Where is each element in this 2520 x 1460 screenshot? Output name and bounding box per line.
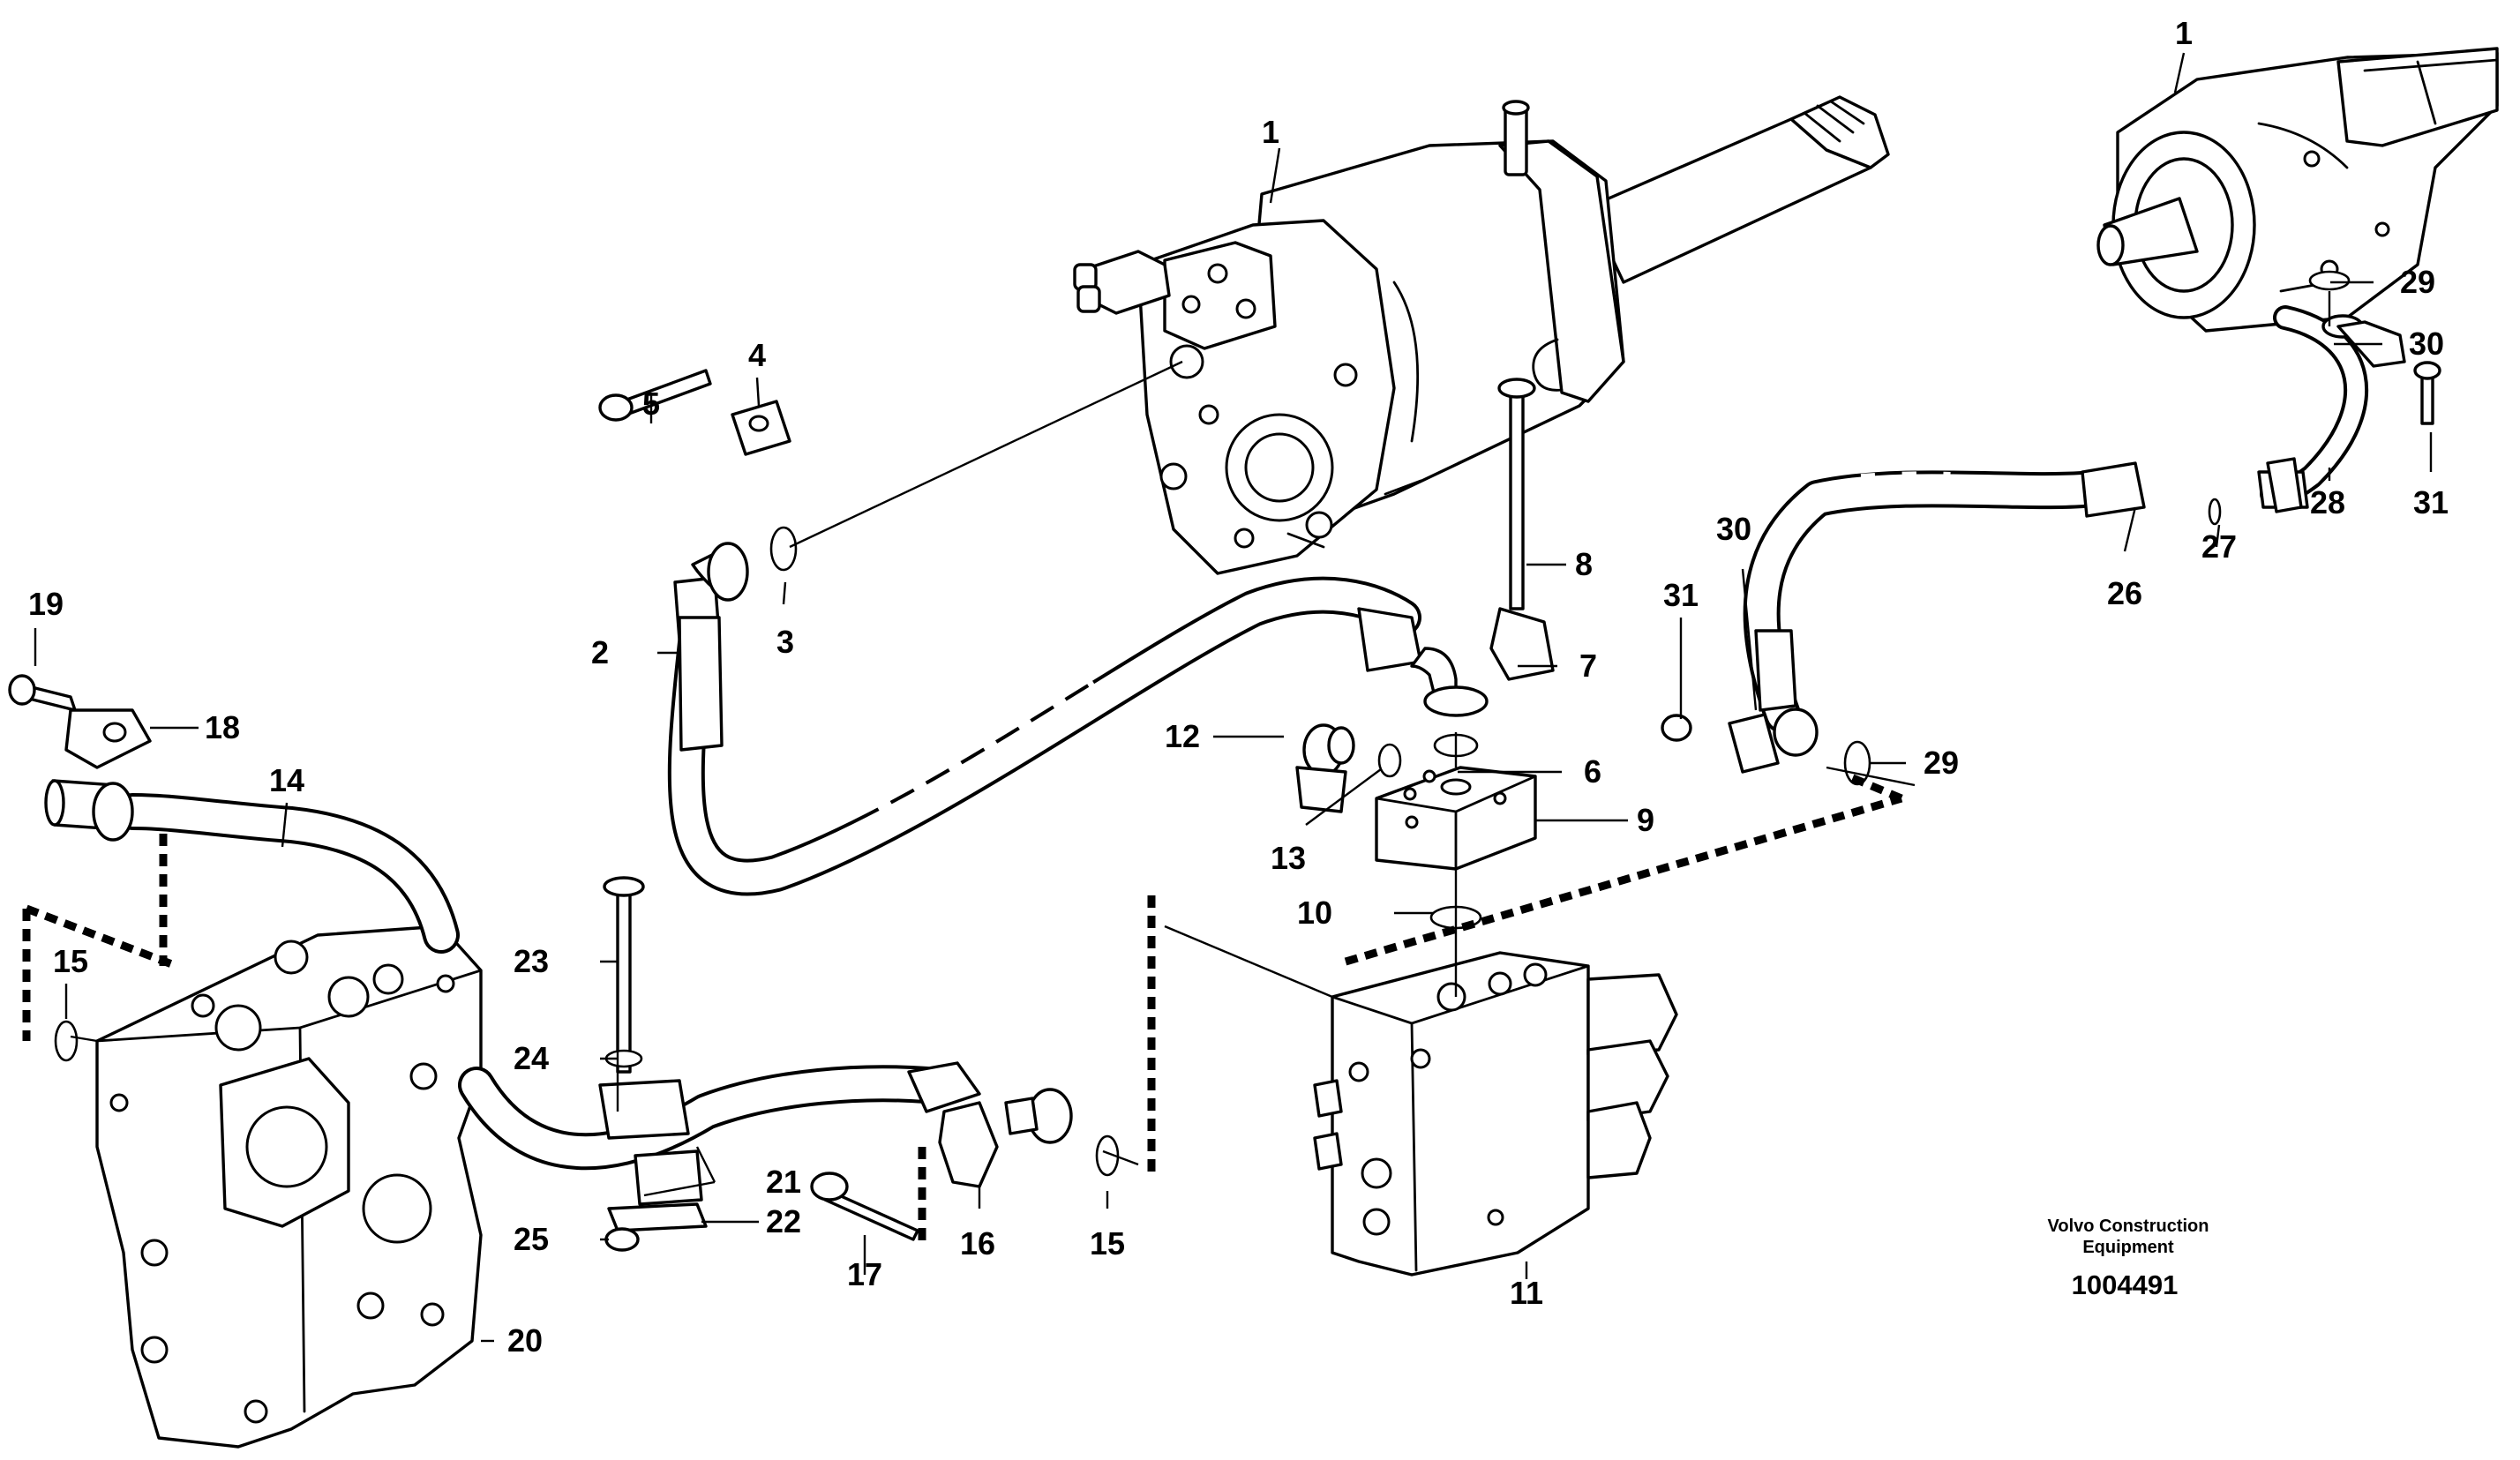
hydraulic-pump-main [1073,95,1890,575]
callout-30a: 30 [2409,326,2444,362]
connector-lines [70,291,2331,1166]
hose-2 [667,542,1489,896]
hose-lower [458,1061,1073,1171]
callout-1a: 1 [1262,114,1279,150]
callout-22: 22 [766,1203,801,1239]
callout-2: 2 [591,634,609,670]
callout-15b: 15 [1090,1225,1125,1262]
dashed-wires [22,772,1903,1244]
callout-17: 17 [847,1256,882,1292]
callout-3: 3 [776,624,794,660]
callout-9: 9 [1637,802,1654,838]
callout-6: 6 [1584,753,1601,790]
callout-13: 13 [1271,840,1306,876]
callout-12: 12 [1165,718,1200,754]
callout-20: 20 [507,1322,543,1359]
hydraulic-pump-secondary [2096,47,2499,333]
hose-26-28 [1743,305,2369,757]
callout-4: 4 [748,337,766,373]
callout-11: 11 [1510,1275,1543,1311]
callout-28: 28 [2310,484,2345,520]
callout-24: 24 [514,1040,549,1076]
callout-31a: 31 [2413,484,2449,520]
callout-21: 21 [766,1164,801,1200]
valve-block-11 [1313,951,1678,1277]
callout-31b: 31 [1663,577,1699,613]
callout-18: 18 [205,709,240,745]
callout-10: 10 [1297,895,1332,931]
hose-14 [44,779,460,954]
callout-8: 8 [1575,546,1593,582]
callout-leaders [34,52,2433,1343]
callout-30b: 30 [1716,511,1751,547]
callout-25: 25 [514,1221,549,1257]
callout-19: 19 [28,586,64,622]
callout-15a: 15 [53,943,88,979]
callout-7: 7 [1579,648,1597,684]
callout-labels: 1 1 2 3 4 5 6 7 8 9 10 11 12 13 14 15 15… [28,15,2449,1359]
callout-5: 5 [642,386,660,422]
callout-29b: 29 [1924,745,1959,781]
document-number: 1004491 [2072,1269,2179,1300]
callout-14: 14 [269,762,304,798]
callout-16: 16 [960,1225,995,1262]
callout-29a: 29 [2400,264,2435,300]
callout-1b: 1 [2175,15,2193,51]
control-valve-20 [95,925,483,1449]
brand-line-2: Equipment [2082,1238,2174,1257]
brand-line-1: Volvo Construction [2048,1217,2209,1236]
small-hardware [8,320,2441,1252]
callout-23: 23 [514,943,549,979]
brand-block: Volvo Construction Equipment 1004491 [2048,1217,2209,1300]
callout-27: 27 [2201,528,2237,565]
callout-26: 26 [2107,575,2142,611]
adapter-plate-9 [1375,766,1537,871]
